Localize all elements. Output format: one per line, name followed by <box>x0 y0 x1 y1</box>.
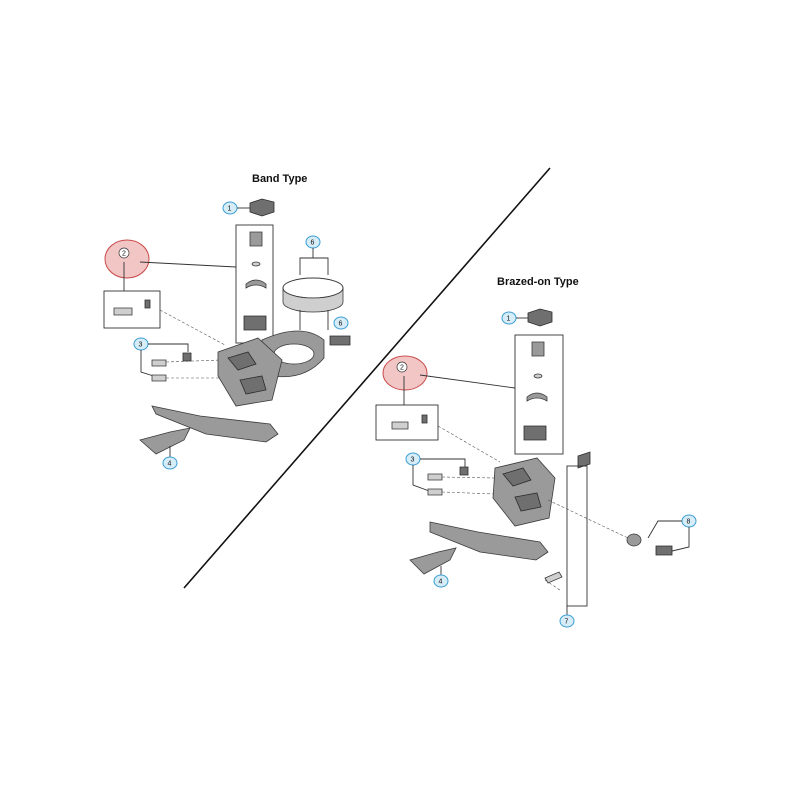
band-cable-fixing-bolt-icon <box>249 198 275 217</box>
band-callout-6-bolt[interactable]: 6 <box>333 316 349 330</box>
svg-text:3: 3 <box>139 342 143 349</box>
svg-text:4: 4 <box>168 461 172 468</box>
brazed-callout-1[interactable]: 1 <box>501 311 517 325</box>
brazed-chain-guide-icon <box>429 521 549 561</box>
band-cable-lever-icon <box>139 427 191 455</box>
band-clamp-icon <box>282 277 344 313</box>
brazed-type-heading: Brazed-on Type <box>497 276 579 288</box>
svg-text:3: 3 <box>411 457 415 464</box>
brazed-derailleur-body-icon <box>492 457 556 527</box>
svg-text:6: 6 <box>339 321 343 328</box>
brazed-type-assembly: Brazed-on Type 1 2 3 <box>375 276 697 628</box>
brazed-bolt-icon <box>655 545 673 556</box>
band-chain-guide-icon <box>151 405 279 443</box>
brazed-pin-box <box>375 404 439 441</box>
band-clamp-bolt-icon <box>329 335 351 346</box>
svg-text:7: 7 <box>565 619 569 626</box>
band-callout-1[interactable]: 1 <box>222 201 238 215</box>
band-callout-3[interactable]: 3 <box>133 337 149 351</box>
brazed-callout-4[interactable]: 4 <box>433 574 449 588</box>
band-callout-4[interactable]: 4 <box>162 456 178 470</box>
brazed-mount-box <box>566 465 588 607</box>
band-callout-6[interactable]: 6 <box>305 235 321 249</box>
band-callout-2-highlight[interactable]: 2 <box>104 239 150 279</box>
svg-text:8: 8 <box>687 519 691 526</box>
brazed-callout-3[interactable]: 3 <box>405 452 421 466</box>
brazed-callout-8[interactable]: 8 <box>681 514 697 528</box>
brazed-bolt-stack-box <box>514 334 564 455</box>
brazed-cable-fixing-bolt-icon <box>527 308 553 327</box>
divider-line <box>183 167 551 589</box>
svg-text:2: 2 <box>400 365 404 372</box>
band-type-assembly: Band Type 1 2 6 <box>103 173 351 470</box>
svg-text:2: 2 <box>122 251 126 258</box>
band-derailleur-body-icon <box>217 337 283 407</box>
svg-text:4: 4 <box>439 579 443 586</box>
svg-text:6: 6 <box>311 240 315 247</box>
brazed-cable-lever-icon <box>409 547 457 575</box>
band-type-heading: Band Type <box>252 173 307 185</box>
svg-text:1: 1 <box>228 206 232 213</box>
band-pin-box <box>103 290 161 329</box>
brazed-nut-icon <box>626 533 642 547</box>
svg-text:1: 1 <box>507 316 511 323</box>
brazed-callout-2-highlight[interactable]: 2 <box>382 355 428 391</box>
brazed-callout-7[interactable]: 7 <box>559 614 575 628</box>
